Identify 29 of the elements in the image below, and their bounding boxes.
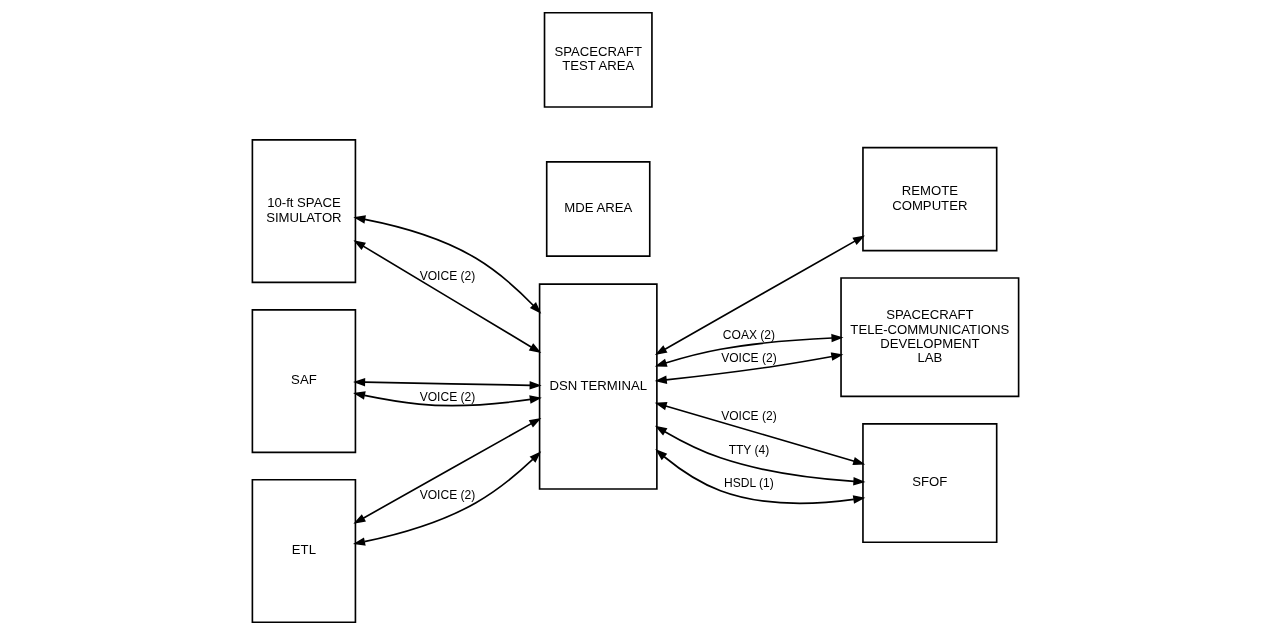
arrow bbox=[353, 391, 542, 407]
node-box: REMOTE COMPUTER bbox=[862, 146, 998, 252]
arrow bbox=[353, 378, 542, 390]
arrow bbox=[655, 449, 866, 505]
edge-label: HSDL (1) bbox=[724, 476, 774, 491]
node-box: DSN TERMINAL bbox=[538, 283, 658, 490]
edge-label: VOICE (2) bbox=[419, 269, 476, 284]
arrow bbox=[654, 425, 866, 486]
edge-label: COAX (2) bbox=[722, 328, 776, 343]
node-box: ETL bbox=[251, 478, 357, 624]
node-box: 10-ft SPACE SIMULATOR bbox=[251, 139, 357, 284]
node-box: MDE AREA bbox=[545, 161, 651, 257]
node-box: SAF bbox=[251, 309, 357, 454]
edge-label: VOICE (2) bbox=[419, 389, 476, 404]
arrow bbox=[353, 240, 542, 354]
arrow bbox=[654, 352, 844, 384]
arrow bbox=[353, 451, 542, 546]
edge-label: VOICE (2) bbox=[721, 351, 777, 366]
arrow bbox=[654, 333, 844, 367]
node-box: SPACECRAFT TELE-COMMUNICATIONS DEVELOPMENT LAB bbox=[840, 277, 1020, 398]
edge-label: VOICE (2) bbox=[419, 488, 476, 503]
node-box: SPACECRAFT TEST AREA bbox=[543, 11, 653, 108]
node-box: SFOF bbox=[862, 423, 998, 544]
arrow bbox=[654, 235, 865, 355]
arrow bbox=[353, 417, 542, 524]
edge-label: VOICE (2) bbox=[721, 409, 777, 424]
arrow bbox=[654, 402, 866, 466]
arrow bbox=[353, 215, 542, 314]
edge-label: TTY (4) bbox=[728, 443, 770, 458]
